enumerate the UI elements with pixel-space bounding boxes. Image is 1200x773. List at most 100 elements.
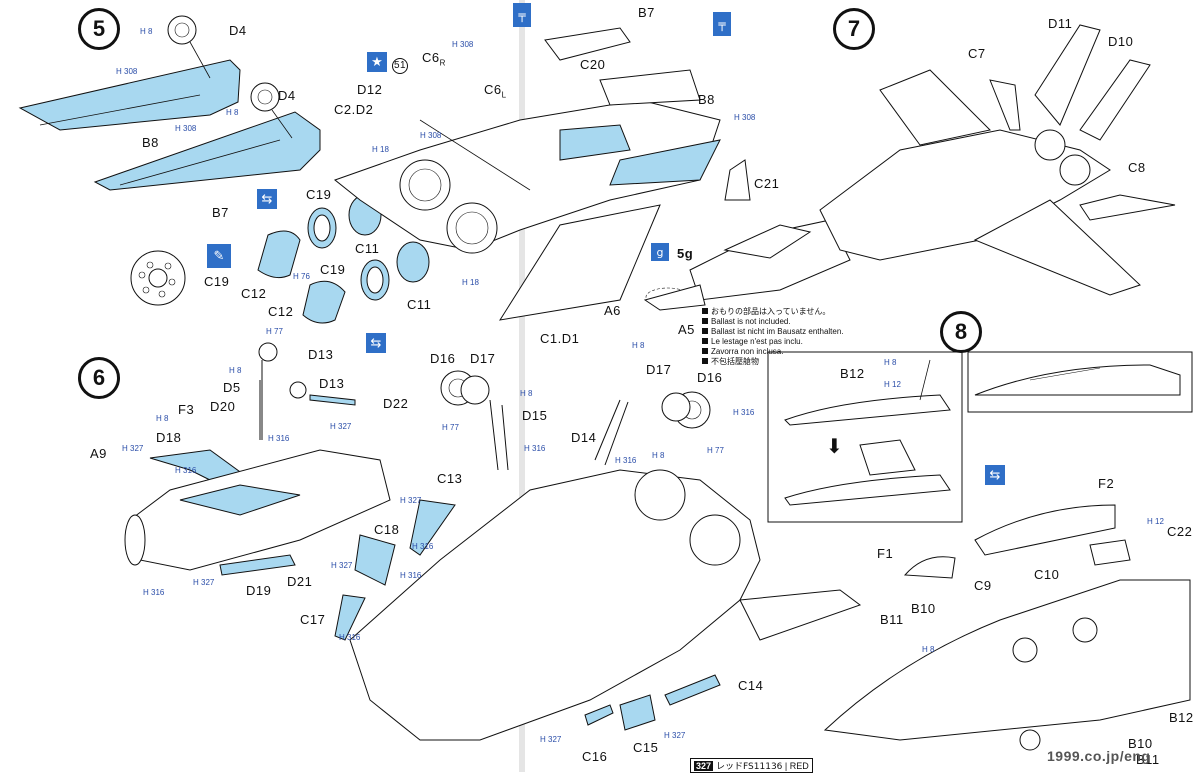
paint-code: H 76 xyxy=(293,272,310,281)
paint-code: H 8 xyxy=(520,389,533,398)
part-label: C19 xyxy=(204,274,230,289)
part-label: D10 xyxy=(1108,34,1134,49)
part-label: C8 xyxy=(1128,160,1146,175)
paint-code: H 77 xyxy=(707,446,724,455)
paint-code: H 8 xyxy=(884,358,897,367)
ballast-weight: 5g xyxy=(677,246,694,261)
part-label: B12 xyxy=(840,366,865,381)
part-label: D16 xyxy=(697,370,723,385)
paint-code: H 327 xyxy=(330,422,352,431)
paint-name: RED xyxy=(789,761,809,771)
arrow-swap-icon: ⇆ xyxy=(257,189,277,209)
paint-code: H 327 xyxy=(540,735,562,744)
glue-icon: ✎ xyxy=(207,244,231,268)
paint-code: H 77 xyxy=(442,423,459,432)
part-label: C9 xyxy=(974,578,992,593)
note-line: Ballast ist nicht im Bausatz enthalten. xyxy=(711,327,844,336)
paint-code: H 18 xyxy=(372,145,389,154)
pliers-icon: ╤ xyxy=(513,3,531,27)
part-label: D17 xyxy=(470,351,496,366)
part-label: D16 xyxy=(430,351,456,366)
note-line: 不包括壓艙物 xyxy=(711,357,759,366)
paint-number: 327 xyxy=(694,761,714,771)
small-aircraft-view xyxy=(967,351,1193,413)
ballast-icon: g xyxy=(651,243,669,261)
part-label: D5 xyxy=(223,380,241,395)
forward-fuselage-step8 xyxy=(823,504,1191,751)
paint-code: H 8 xyxy=(229,366,242,375)
paint-code: H 8 xyxy=(226,108,239,117)
lower-fuselage xyxy=(334,469,862,741)
step-number: 5 xyxy=(78,8,120,50)
part-label: C12 xyxy=(241,286,267,301)
part-label: D4 xyxy=(229,23,247,38)
paint-code: H 316 xyxy=(339,633,361,642)
paint-code: H 316 xyxy=(412,542,434,551)
paint-code-label: レッドFS11136 xyxy=(716,762,783,772)
paint-code: H 327 xyxy=(193,578,215,587)
part-label: F3 xyxy=(178,402,195,417)
step-number: 8 xyxy=(940,311,982,353)
part-label: C16 xyxy=(582,749,608,764)
part-label: D12 xyxy=(357,82,383,97)
aircraft-step7 xyxy=(819,24,1176,296)
part-label: B8 xyxy=(698,92,715,107)
part-label: D18 xyxy=(156,430,182,445)
main-gear-left xyxy=(440,370,509,471)
part-label: D19 xyxy=(246,583,272,598)
part-label: C22 xyxy=(1167,524,1193,539)
part-label: C13 xyxy=(437,471,463,486)
part-label: D22 xyxy=(383,396,409,411)
part-label: C18 xyxy=(374,522,400,537)
paint-code: H 12 xyxy=(884,380,901,389)
part-label: C17 xyxy=(300,612,326,627)
paint-code: H 327 xyxy=(664,731,686,740)
part-label: B7 xyxy=(638,5,655,20)
arrow-swap-icon: ⇆ xyxy=(366,333,386,353)
part-label: C2.D2 xyxy=(334,102,374,117)
paint-code: H 316 xyxy=(143,588,165,597)
paint-code: H 316 xyxy=(733,408,755,417)
forward-intake-duct xyxy=(124,449,391,576)
part-label: C21 xyxy=(754,176,780,191)
paint-code: H 316 xyxy=(268,434,290,443)
fan-face-d4 xyxy=(167,15,293,139)
note-line: Le lestage n'est pas inclu. xyxy=(711,337,803,346)
pliers-icon: ╤ xyxy=(713,12,731,36)
watermark: 1999.co.jp/eng xyxy=(1047,748,1151,764)
canopy-detail-box xyxy=(767,351,963,523)
intake-trunk-b8 xyxy=(18,59,241,131)
part-label: A5 xyxy=(678,322,695,337)
note-line: Ballast is not included. xyxy=(711,317,791,326)
part-label: C6R xyxy=(422,50,446,68)
note-line: おもりの部品は入っていません。 xyxy=(711,307,831,316)
part-label: A9 xyxy=(90,446,107,461)
paint-code: H 316 xyxy=(400,571,422,580)
paint-code: H 18 xyxy=(462,278,479,287)
part-label: C10 xyxy=(1034,567,1060,582)
part-label: D20 xyxy=(210,399,236,414)
paint-code: H 327 xyxy=(122,444,144,453)
paint-code: H 327 xyxy=(331,561,353,570)
part-label: 51 xyxy=(392,58,408,74)
paint-code: H 8 xyxy=(632,341,645,350)
paint-code: H 327 xyxy=(400,496,422,505)
paint-code: H 308 xyxy=(452,40,474,49)
paint-code: H 308 xyxy=(420,131,442,140)
main-gear-right xyxy=(594,391,711,466)
part-label: F1 xyxy=(877,546,894,561)
part-label: D11 xyxy=(1048,16,1073,31)
part-label: C11 xyxy=(355,241,380,256)
forward-fuselage xyxy=(643,219,851,311)
step-number: 6 xyxy=(78,357,120,399)
paint-code: H 316 xyxy=(175,466,197,475)
paint-code: H 8 xyxy=(652,451,665,460)
paint-code: H 12 xyxy=(1147,517,1164,526)
nozzle-front-c19 xyxy=(130,250,186,306)
part-label: B11 xyxy=(880,612,904,627)
paint-code: H 316 xyxy=(524,444,546,453)
paint-code: H 308 xyxy=(175,124,197,133)
part-label: D4 xyxy=(278,88,296,103)
